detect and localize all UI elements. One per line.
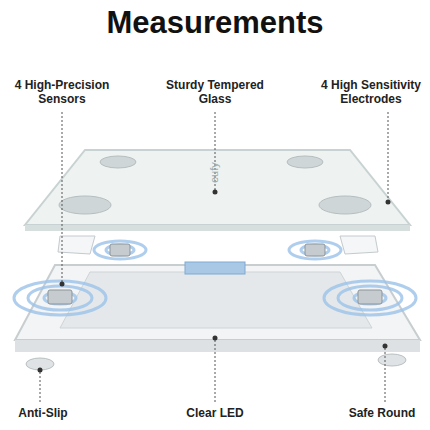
title: Measurements	[0, 4, 430, 41]
brand-logo: eufy	[208, 153, 221, 193]
part-label: Safe Round	[337, 406, 427, 420]
part-label: Anti-Slip	[3, 406, 83, 420]
part-label: 4 High Sensitivity Electrodes	[315, 78, 427, 107]
part-label: Sturdy Tempered Glass	[159, 78, 271, 107]
part-label: Clear LED	[170, 406, 260, 420]
part-label: 4 High-Precision Sensors	[6, 78, 118, 107]
